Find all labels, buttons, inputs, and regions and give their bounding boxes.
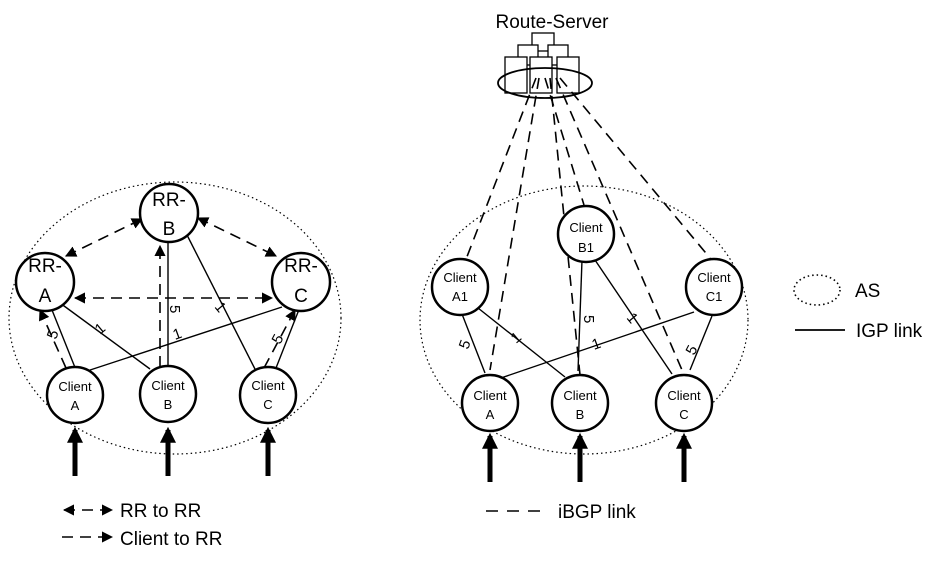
client-node-label: C1	[706, 289, 723, 304]
client-node-c1: Client C1	[684, 257, 744, 317]
right-client-node-b: Client B	[550, 373, 610, 433]
igp-link	[477, 307, 566, 378]
client-node-label: Client	[251, 378, 285, 393]
client-node-label: C	[679, 407, 688, 422]
left-rr-topology: 5 1 5 1 1 5 RR- A RR- B RR- C Client A	[8, 181, 342, 476]
client-node-label: Client	[563, 388, 597, 403]
rr-node-b: RR- B	[138, 182, 200, 244]
left-client-node-a: Client A	[45, 365, 105, 425]
legend-rr-to-rr-label: RR to RR	[120, 501, 201, 522]
client-node-label: B	[576, 407, 585, 422]
left-client-node-c: Client C	[238, 365, 298, 425]
client-node-label: A	[486, 407, 495, 422]
legend-client-to-rr-label: Client to RR	[120, 529, 222, 550]
client-node-label: A1	[452, 289, 468, 304]
right-client-node-a: Client A	[460, 373, 520, 433]
igp-link	[461, 313, 486, 374]
left-traffic-input-arrows	[66, 426, 277, 476]
legend-right: AS IGP link	[793, 274, 923, 342]
link-weight-label: 5	[166, 305, 183, 313]
route-server-title: Route-Server	[496, 12, 610, 33]
rr-node-label: RR-	[28, 256, 62, 277]
left-client-node-b: Client B	[138, 364, 198, 424]
rr-to-rr-arrow	[64, 218, 144, 257]
rr-to-rr-arrow	[196, 217, 278, 257]
legend-igp-label: IGP link	[856, 321, 923, 342]
rr-node-label: C	[294, 286, 308, 307]
client-node-b1: Client B1	[556, 204, 616, 264]
left-client-to-rr-links	[39, 244, 296, 369]
igp-link	[594, 259, 673, 375]
right-traffic-input-arrows	[481, 432, 693, 482]
left-link-weights: 5 1 5 1 1 5	[44, 299, 288, 347]
link-weight-label: 1	[508, 329, 525, 347]
rr-node-label: A	[39, 286, 52, 307]
rr-node-label: RR-	[152, 190, 186, 211]
ibgp-link	[489, 77, 540, 371]
right-igp-links	[461, 259, 713, 381]
rr-node-c: RR- C	[270, 251, 332, 313]
client-node-label: A	[71, 398, 80, 413]
igp-link	[59, 302, 151, 370]
rr-node-label: B	[163, 219, 176, 240]
legend-as-symbol	[793, 274, 841, 306]
client-node-label: Client	[443, 270, 477, 285]
client-node-label: B1	[578, 240, 594, 255]
client-node-a1: Client A1	[430, 257, 490, 317]
client-to-rr-arrow	[39, 308, 67, 369]
left-as-boundary	[8, 181, 342, 455]
client-node-label: Client	[697, 270, 731, 285]
legend-ibgp-label: iBGP link	[558, 502, 636, 523]
legend-left: RR to RR Client to RR	[62, 501, 222, 550]
client-node-label: Client	[151, 378, 185, 393]
ibgp-link	[559, 77, 711, 259]
link-weight-label: 1	[171, 325, 185, 344]
route-server-ring	[497, 67, 593, 99]
legend-middle: iBGP link	[486, 502, 636, 523]
rr-node-label: RR-	[284, 256, 318, 277]
igp-link	[275, 306, 301, 369]
client-node-label: Client	[569, 220, 603, 235]
igp-link	[494, 311, 695, 381]
link-weight-label: 5	[683, 343, 702, 358]
link-weight-label: 5	[580, 315, 597, 323]
route-server-icon	[497, 32, 593, 99]
igp-link	[51, 309, 77, 371]
legend-as-label: AS	[855, 281, 880, 302]
client-node-label: B	[164, 397, 173, 412]
client-to-rr-arrow	[263, 309, 296, 369]
right-client-node-c: Client C	[654, 373, 714, 433]
rr-node-a: RR- A	[14, 251, 76, 313]
link-weight-label: 1	[92, 320, 109, 338]
client-node-label: Client	[58, 379, 92, 394]
client-node-label: Client	[473, 388, 507, 403]
ibgp-link	[462, 77, 537, 268]
right-route-server-topology: Route-Server	[419, 12, 749, 482]
igp-link	[577, 259, 583, 372]
right-as-boundary	[419, 185, 749, 455]
igp-link	[689, 315, 713, 371]
igp-link	[83, 306, 283, 373]
left-rr-to-rr-links	[64, 217, 278, 304]
client-node-label: Client	[667, 388, 701, 403]
left-igp-links	[51, 232, 301, 374]
link-weight-label: 5	[269, 332, 288, 347]
client-node-label: C	[263, 397, 272, 412]
